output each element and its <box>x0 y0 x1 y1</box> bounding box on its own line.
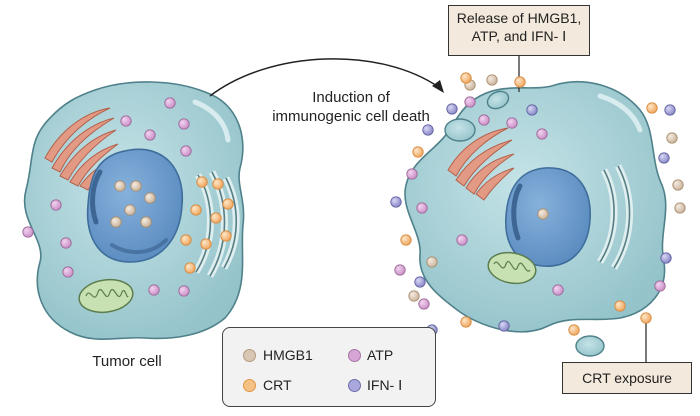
crt-molecule <box>212 178 224 190</box>
crt-molecule <box>196 176 208 188</box>
atp-molecule <box>506 117 518 129</box>
arrow-label-line1: Induction of <box>312 89 390 106</box>
molecule-dots <box>22 72 686 336</box>
left-nucleus <box>86 148 184 263</box>
hmgb1-molecule <box>486 74 498 86</box>
crt-molecule <box>460 72 472 84</box>
atp-molecule <box>50 199 62 211</box>
right-nucleus <box>505 167 591 267</box>
crt-molecule <box>400 234 412 246</box>
atp-molecule <box>418 298 430 310</box>
ifn-molecule <box>664 104 676 116</box>
atp-molecule <box>60 237 72 249</box>
tumor-cell-caption: Tumor cell <box>92 353 162 370</box>
crt-exposure-callout: CRT exposure <box>562 362 692 394</box>
crt-molecule <box>222 198 234 210</box>
release-callout-line2: ATP, and IFN- Ⅰ <box>471 28 567 44</box>
crt-molecule <box>460 316 472 328</box>
atp-molecule <box>120 115 132 127</box>
hmgb1-molecule <box>144 192 156 204</box>
atp-molecule <box>148 284 160 296</box>
ifn-molecule <box>446 103 458 115</box>
hmgb1-molecule <box>140 216 152 228</box>
atp-molecule <box>478 114 490 126</box>
ifn-molecule <box>660 252 672 264</box>
atp-molecule <box>62 266 74 278</box>
release-callout-line1: Release of HMGB1, <box>456 10 582 26</box>
crt-molecule <box>640 312 652 324</box>
right-bleb-top <box>486 90 510 110</box>
hmgb1-molecule <box>426 256 438 268</box>
atp-molecule <box>144 129 156 141</box>
hmgb1-molecule <box>114 180 126 192</box>
hmgb1-molecule <box>130 180 142 192</box>
crt-molecule <box>200 238 212 250</box>
legend-label-crt: CRT <box>263 377 292 393</box>
atp-molecule <box>22 226 34 238</box>
ifn-molecule <box>422 124 434 136</box>
atp-molecule <box>464 96 476 108</box>
right-dying-cell <box>404 81 667 357</box>
ifn-molecule <box>390 196 402 208</box>
crt-molecule <box>184 262 196 274</box>
atp-molecule <box>654 280 666 292</box>
atp-molecule <box>552 284 564 296</box>
ifn-molecule <box>526 104 538 116</box>
atp-molecule <box>456 234 468 246</box>
crt-molecule <box>220 230 232 242</box>
legend-dot-hmgb1 <box>243 349 256 362</box>
atp-molecule <box>180 145 192 157</box>
hmgb1-molecule <box>408 290 420 302</box>
crt-molecule <box>180 234 192 246</box>
atp-molecule <box>164 97 176 109</box>
right-bleb-lower <box>575 335 605 357</box>
legend-dot-crt <box>243 379 256 392</box>
right-golgi <box>447 127 515 201</box>
crt-molecule <box>614 300 626 312</box>
hmgb1-molecule <box>124 204 136 216</box>
hmgb1-molecule <box>672 179 684 191</box>
hmgb1-molecule <box>666 132 678 144</box>
right-endoplasmic-reticulum <box>597 164 634 270</box>
crt-molecule <box>568 324 580 336</box>
atp-molecule <box>178 285 190 297</box>
hmgb1-molecule <box>674 202 686 214</box>
atp-molecule <box>536 128 548 140</box>
legend-dot-atp <box>348 349 361 362</box>
ifn-molecule <box>414 276 426 288</box>
left-mitochondrion <box>78 278 134 314</box>
legend-label-hmgb1: HMGB1 <box>263 347 313 363</box>
right-bleb-upper <box>444 118 476 142</box>
icd-arrow <box>209 58 444 97</box>
legend-label-ifn: IFN- Ⅰ <box>367 377 403 393</box>
release-callout: Release of HMGB1, ATP, and IFN- Ⅰ <box>448 5 590 56</box>
legend-box: HMGB1 ATP CRT IFN- Ⅰ <box>222 327 436 407</box>
crt-molecule <box>210 212 222 224</box>
crt-molecule <box>514 76 526 88</box>
legend-label-atp: ATP <box>367 347 394 363</box>
ifn-molecule <box>658 152 670 164</box>
atp-molecule <box>178 118 190 130</box>
atp-molecule <box>416 202 428 214</box>
atp-molecule <box>406 168 418 180</box>
arrow-label: Induction of immunogenic cell death <box>256 88 446 126</box>
crt-molecule <box>190 204 202 216</box>
legend-dot-ifn <box>348 379 361 392</box>
atp-molecule <box>394 264 406 276</box>
hmgb1-molecule <box>110 216 122 228</box>
ifn-molecule <box>498 320 510 332</box>
hmgb1-molecule <box>537 208 549 220</box>
arrow-label-line2: immunogenic cell death <box>272 108 430 125</box>
crt-molecule <box>646 102 658 114</box>
right-mitochondrion <box>487 251 537 285</box>
crt-molecule <box>412 146 424 158</box>
